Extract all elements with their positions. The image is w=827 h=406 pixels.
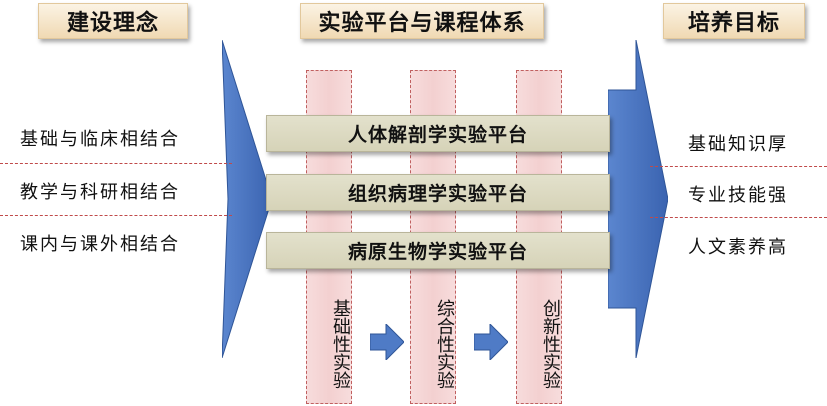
goal-item: 基础知识厚	[688, 134, 788, 155]
philosophy-item: 基础与临床相结合	[20, 129, 180, 150]
divider	[650, 217, 827, 218]
platform-header: 实验平台与课程体系	[300, 3, 544, 39]
platform-bar-pathology: 组织病理学实验平台	[266, 174, 610, 211]
goal-item: 专业技能强	[688, 185, 788, 206]
philosophy-item: 教学与科研相结合	[20, 182, 180, 203]
platform-bar-anatomy: 人体解剖学实验平台	[266, 115, 610, 152]
progression-arrow-icon	[370, 324, 404, 360]
left-flow-arrow-icon	[222, 40, 272, 358]
experiment-type-comprehensive: 综合性实验	[434, 299, 455, 389]
experiment-type-basic: 基础性实验	[330, 299, 351, 389]
divider	[650, 166, 827, 167]
philosophy-item: 课内与课外相结合	[20, 234, 180, 255]
goals-header: 培养目标	[663, 3, 805, 39]
divider	[0, 215, 232, 216]
platform-bar-pathogen: 病原生物学实验平台	[266, 232, 610, 269]
philosophy-header: 建设理念	[38, 3, 188, 39]
right-flow-arrow-icon	[608, 40, 668, 358]
progression-arrow-icon	[474, 324, 508, 360]
goal-item: 人文素养高	[688, 237, 788, 258]
experiment-type-innovative: 创新性实验	[540, 299, 561, 389]
divider	[0, 163, 232, 164]
